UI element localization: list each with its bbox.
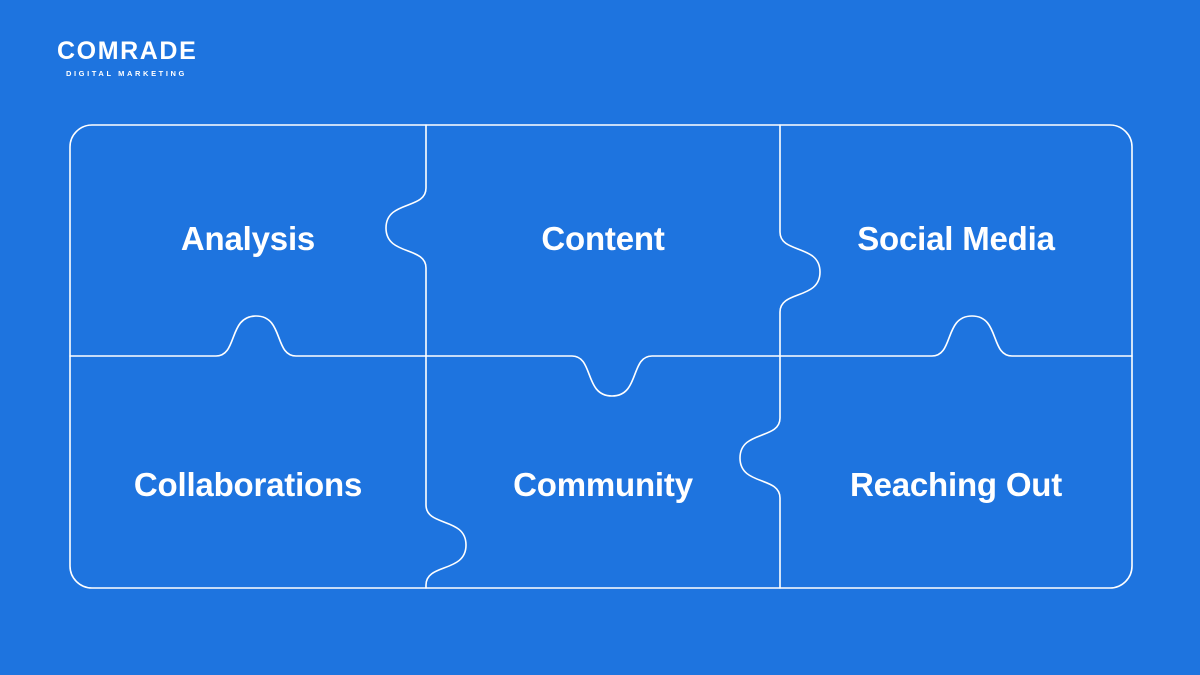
divider-horizontal-col2 [425,355,781,397]
jigsaw-cell-label: Social Media [857,219,1055,257]
divider-horizontal-col3 [779,315,1133,357]
jigsaw-cell-analysis[interactable]: Analysis [70,206,426,272]
logo-tagline: DIGITAL MARKETING [65,69,187,78]
jigsaw-cell-community[interactable]: Community [426,452,780,518]
jigsaw-cell-label: Collaborations [133,465,363,503]
jigsaw-cell-content[interactable]: Content [426,206,780,272]
jigsaw-cell-social-media[interactable]: Social Media [780,206,1132,272]
jigsaw-outer-frame [69,124,1133,589]
comrade-logo: COMRADE DIGITAL MARKETING [57,39,207,78]
jigsaw-cell-label: Community [513,465,693,503]
jigsaw-cell-label: Analysis [180,219,316,257]
divider-horizontal-col1 [69,315,427,357]
jigsaw-cell-collaborations[interactable]: Collaborations [70,452,426,518]
jigsaw-cell-label: Content [541,219,665,257]
jigsaw-cell-label: Reaching Out [849,465,1063,503]
logo-wordmark: COMRADE [57,37,198,65]
jigsaw-cell-reaching-out[interactable]: Reaching Out [780,452,1132,518]
